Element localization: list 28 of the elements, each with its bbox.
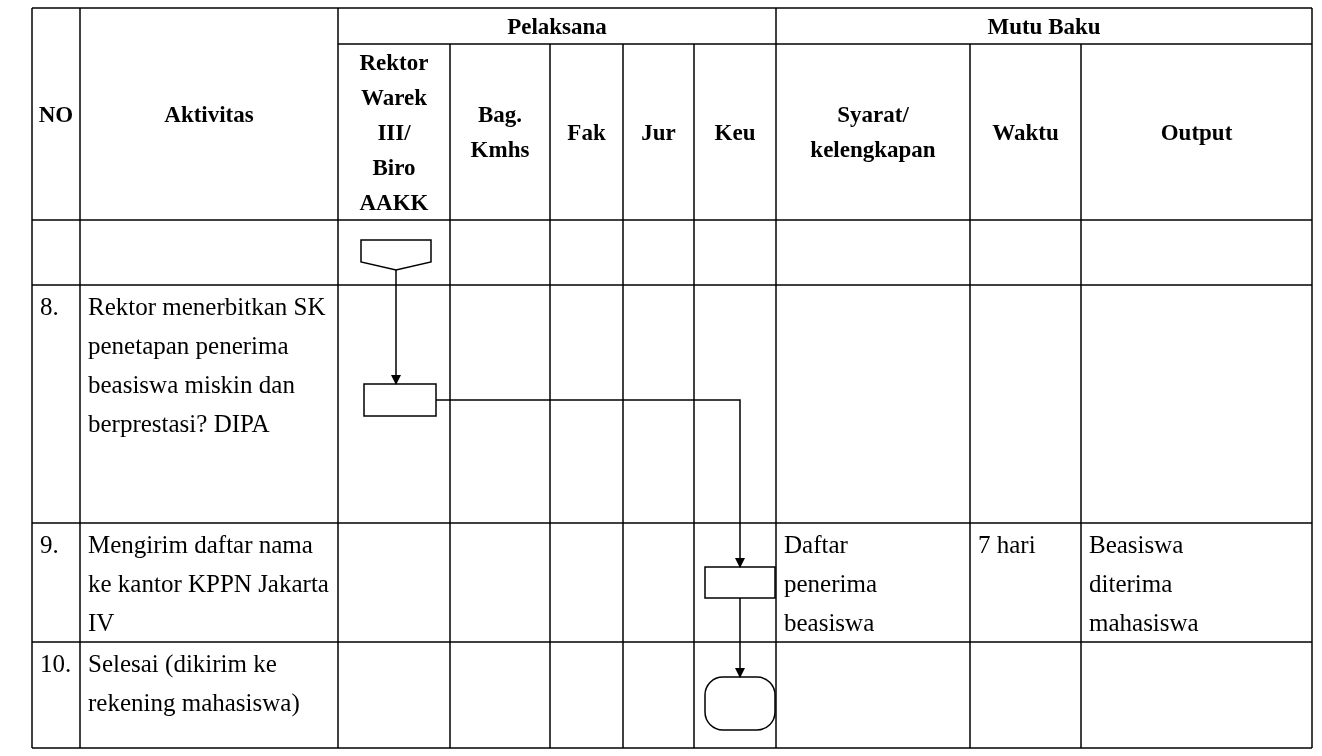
process-box: [363, 383, 437, 417]
column-header: Bag. Kmhs: [469, 101, 531, 164]
arrow: [735, 597, 745, 678]
column-header: Output: [1160, 118, 1233, 147]
group-header: Mutu Baku: [987, 12, 1101, 41]
column-header: Jur: [641, 118, 676, 147]
terminator-shape: [704, 676, 776, 731]
row-number: 10.: [40, 649, 72, 679]
off-page-connector: [360, 239, 432, 271]
column-header: NO: [38, 100, 74, 129]
column-header: Keu: [714, 118, 756, 147]
group-header: Pelaksana: [507, 12, 607, 41]
arrow: [391, 269, 401, 385]
activity-text: Mengirim daftar nama ke kantor KPPN Jakarta IV: [88, 530, 330, 638]
column-header: Aktivitas: [164, 100, 254, 129]
row-number: 8.: [40, 292, 59, 322]
column-header: Rektor Warek III/ Biro AAKK: [358, 48, 430, 217]
activity-text: Selesai (dikirim ke rekening mahasiswa): [88, 649, 301, 719]
column-header: Syarat/ kelengkapan: [809, 101, 937, 164]
output-text: Beasiswa diterima mahasiswa: [1089, 530, 1200, 638]
arrow: [435, 399, 745, 568]
column-header: Waktu: [992, 118, 1059, 147]
requirement-text: Daftar penerima beasiswa: [784, 530, 878, 638]
row-number: 9.: [40, 530, 59, 560]
time-text: 7 hari: [978, 530, 1036, 560]
column-header: Fak: [567, 118, 606, 147]
process-box: [704, 566, 776, 599]
activity-text: Rektor menerbitkan SK penetapan penerima beasiswa miskin dan berprestasi? DIPA: [88, 292, 327, 439]
